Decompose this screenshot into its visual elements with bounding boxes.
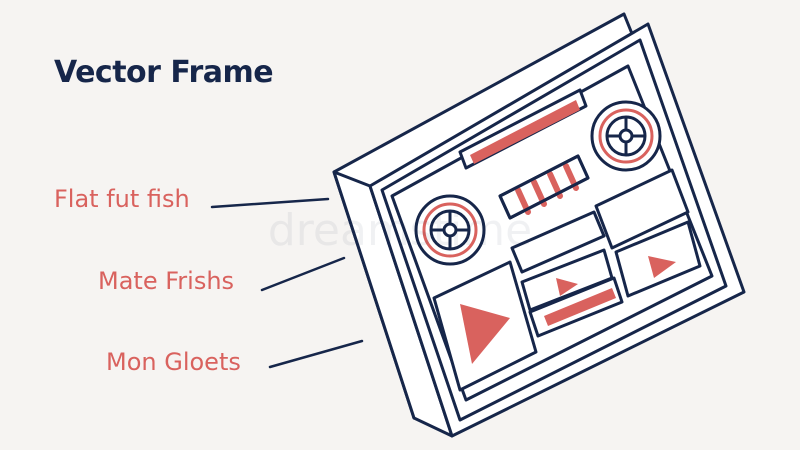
progress-bar-fill [544,288,616,326]
device-bevel [380,38,728,422]
leader-line-2 [260,256,346,292]
page-title: Vector Frame [54,55,274,90]
top-slot-fill [470,100,580,164]
leader-line-1 [210,197,330,209]
reel-left-icon [414,194,486,266]
callout-label-2: Mate Frishs [98,267,235,295]
play-button-right[interactable] [614,220,702,298]
callout-label-1: Flat fut fish [54,185,190,213]
callout-label-3: Mon Gloets [106,348,241,376]
watermark-text: dreamstime [268,205,532,256]
tape-window [498,154,590,220]
reel-right-icon [590,100,662,172]
leader-line-3 [268,339,364,369]
display-top-right [594,168,690,250]
play-button-middle[interactable] [520,248,624,338]
display-middle [510,210,606,274]
leader-lines [210,197,364,369]
play-button-large[interactable] [432,260,538,392]
